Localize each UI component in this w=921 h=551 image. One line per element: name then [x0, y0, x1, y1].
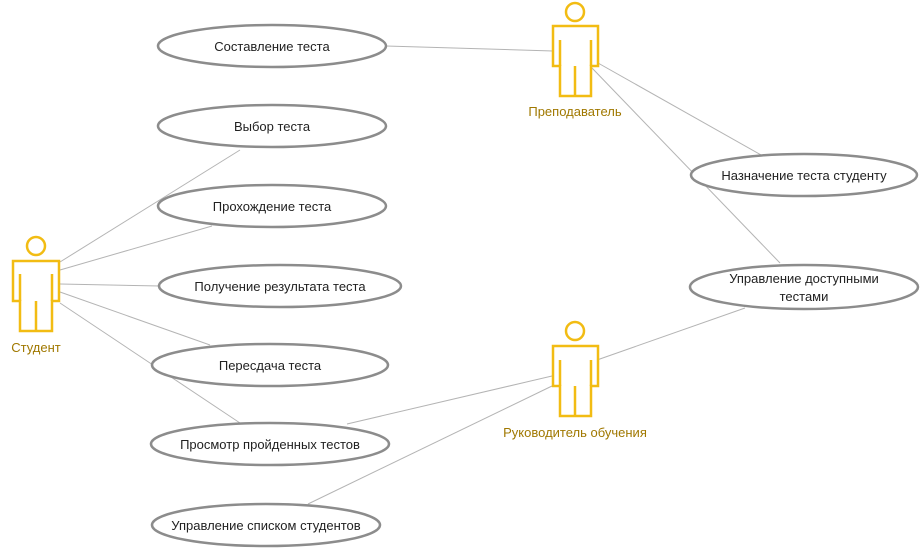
stick-figure-icon — [551, 320, 600, 418]
assoc-head-prosmotr — [346, 375, 553, 425]
use-case-sostavlenie: Составление теста — [156, 23, 388, 69]
assoc-head-upr-spiskom — [307, 385, 553, 505]
assoc-student-peresdacha — [59, 291, 211, 346]
use-case-peresdacha: Пересдача теста — [150, 342, 390, 388]
use-case-upr-spiskom: Управление списком студентов — [150, 502, 382, 548]
use-case-upr-dostupnymi: Управление доступными тестами — [688, 263, 920, 311]
actor-label: Руководитель обучения — [503, 425, 647, 440]
use-case-label: Составление теста — [214, 39, 330, 54]
use-case-label: Назначение теста студенту — [721, 168, 887, 183]
use-case-label: Пересдача теста — [219, 358, 322, 373]
use-case-ellipse — [150, 342, 390, 388]
assoc-teacher-naznachenie — [597, 62, 771, 161]
use-case-vybor: Выбор теста — [156, 103, 388, 149]
stick-figure-icon — [551, 1, 600, 98]
use-case-ellipse — [688, 263, 920, 311]
use-case-label: Управление списком студентов — [171, 518, 360, 533]
use-case-ellipse — [689, 152, 919, 198]
use-case-label: Просмотр пройденных тестов — [180, 437, 360, 452]
use-case-label-line2: тестами — [780, 289, 829, 304]
assoc-student-prohozhdenie — [59, 225, 213, 271]
use-case-label: Выбор теста — [234, 119, 311, 134]
use-case-label-line1: Управление доступными — [729, 271, 879, 286]
use-case-ellipse — [149, 421, 391, 467]
use-case-ellipse — [156, 103, 388, 149]
actor-teacher: Преподаватель — [528, 1, 622, 119]
assoc-teacher-upr-dostupnymi — [591, 67, 781, 264]
assoc-student-prosmotr — [59, 302, 241, 424]
use-case-ellipse — [157, 263, 403, 309]
actor-label: Преподаватель — [528, 104, 621, 119]
use-case-prohozhdenie: Прохождение теста — [156, 183, 388, 229]
associations — [59, 45, 781, 505]
use-case-ellipse — [156, 23, 388, 69]
actor-student: Студент — [11, 235, 61, 355]
use-case-poluchenie: Получение результата теста — [157, 263, 403, 309]
use-case-prosmotr: Просмотр пройденных тестов — [149, 421, 391, 467]
stick-figure-icon — [11, 235, 61, 333]
assoc-head-upr-dostupnymi — [596, 307, 746, 361]
actor-label: Студент — [11, 340, 61, 355]
use-case-ellipse — [150, 502, 382, 548]
use-case-label: Получение результата теста — [194, 279, 366, 294]
use-case-ellipse — [156, 183, 388, 229]
assoc-student-poluchenie — [59, 283, 161, 287]
assoc-teacher-sostavlenie — [385, 45, 554, 52]
assoc-student-vybor — [59, 149, 241, 263]
use-case-naznachenie: Назначение теста студенту — [689, 152, 919, 198]
actor-head: Руководитель обучения — [503, 320, 647, 440]
use-case-label: Прохождение теста — [213, 199, 332, 214]
